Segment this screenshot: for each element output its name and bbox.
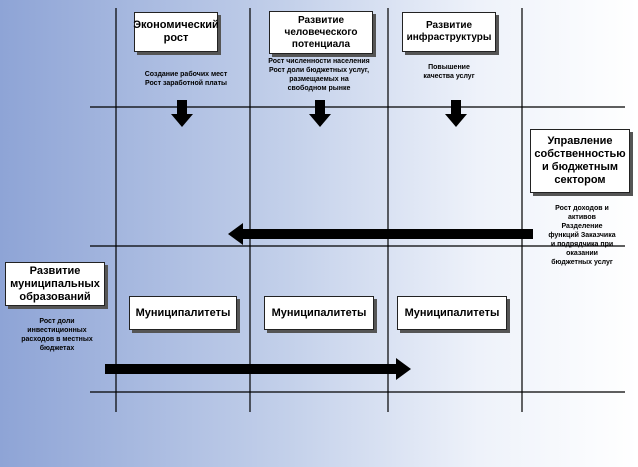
- note-line: активов: [568, 214, 596, 221]
- note-line: бюджетах: [39, 345, 75, 352]
- note-line: Рост доходов и: [555, 205, 609, 212]
- note-line: Разделение: [561, 223, 603, 230]
- note-infrastructure: Повышение качества услуг: [404, 63, 494, 81]
- note-line: свободном рынке: [287, 85, 351, 92]
- note-economic-growth: Создание рабочих мест Рост заработной пл…: [128, 70, 244, 88]
- note-line: функций Заказчика: [548, 232, 616, 239]
- note-line: и подрядчика при: [550, 241, 614, 248]
- box-municipality-3: Муниципалитеты: [397, 296, 507, 330]
- note-line: качества услуг: [423, 73, 475, 80]
- note-municipal-development: Рост доли инвестиционных расходов в мест…: [8, 317, 106, 353]
- right-arrow: [105, 358, 411, 380]
- note-line: бюджетных услуг: [551, 259, 613, 266]
- down-arrow-1: [171, 100, 193, 127]
- box-economic-growth: Экономический рост: [133, 12, 219, 52]
- box-municipality-1: Муниципалитеты: [129, 296, 237, 330]
- down-arrow-2: [309, 100, 331, 127]
- note-line: Рост заработной платы: [145, 80, 227, 87]
- note-line: расходов в местных: [21, 336, 93, 343]
- box-property-management: Управление собственностью и бюджетным се…: [530, 129, 630, 193]
- box-municipal-development: Развитие муниципальных образований: [5, 262, 105, 306]
- box-human-potential: Развитие человеческого потенциала: [269, 11, 373, 54]
- note-human-potential: Рост численности населения Рост доли бюд…: [254, 57, 384, 93]
- note-line: Рост доли: [39, 318, 75, 325]
- note-property-management: Рост доходов и активов Разделение функци…: [530, 204, 634, 267]
- left-arrow: [228, 223, 533, 245]
- box-municipality-2: Муниципалитеты: [264, 296, 374, 330]
- box-infrastructure: Развитие инфраструктуры: [402, 12, 496, 52]
- note-line: инвестиционных: [27, 327, 87, 334]
- note-line: Рост численности населения: [268, 58, 370, 65]
- note-line: Создание рабочих мест: [144, 71, 228, 78]
- note-line: оказании: [566, 250, 598, 257]
- note-line: Повышение: [428, 64, 470, 71]
- down-arrow-3: [445, 100, 467, 127]
- note-line: размещаемых на: [289, 76, 349, 83]
- note-line: Рост доли бюджетных услуг,: [268, 67, 370, 74]
